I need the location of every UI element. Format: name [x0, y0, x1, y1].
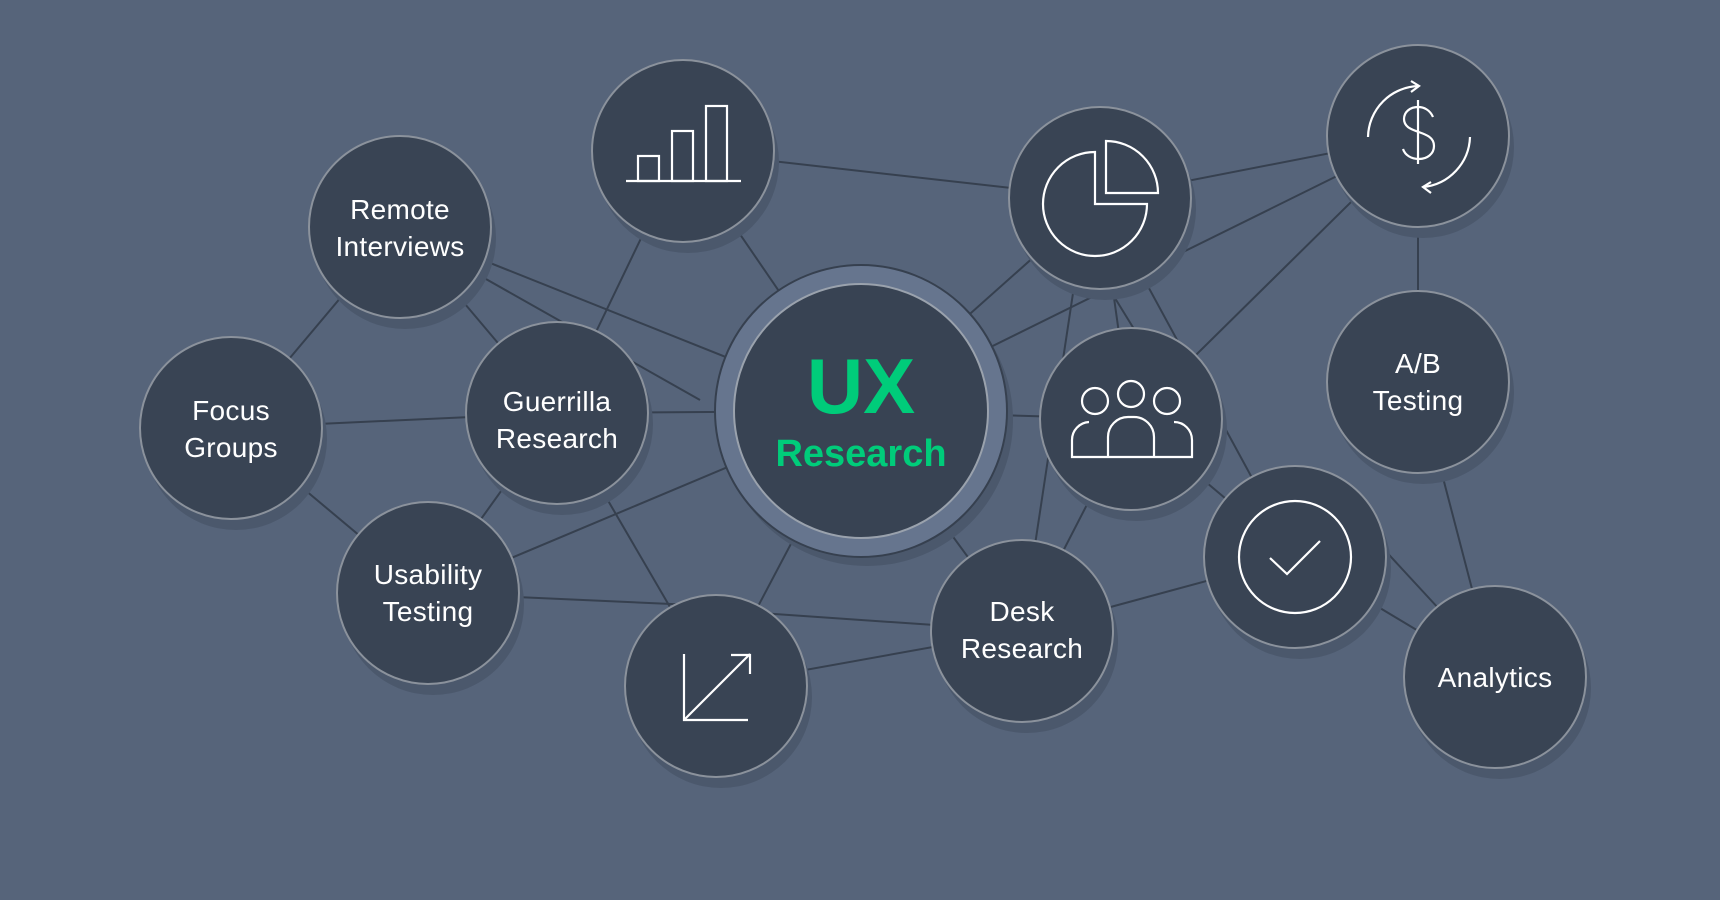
node-label: Interviews [335, 231, 464, 262]
node-label: Guerrilla [503, 386, 612, 417]
node-disc [1326, 290, 1510, 474]
checkmark-circle-icon [1237, 499, 1353, 615]
node-currency-exchange[interactable] [1326, 44, 1514, 238]
users-group-icon [1070, 379, 1194, 459]
dollar-cycle-icon [1366, 80, 1472, 194]
node-pie-chart[interactable] [1008, 106, 1196, 300]
center-inner-disc [733, 283, 989, 539]
node-bar-chart[interactable] [591, 59, 779, 253]
center-title-ux: UX [807, 342, 915, 430]
node-approval[interactable] [1203, 465, 1391, 659]
node-disc [1039, 327, 1223, 511]
node-disc [1403, 585, 1587, 769]
node-label: Analytics [1438, 662, 1553, 693]
node-ab-testing[interactable]: A/B Testing [1326, 290, 1514, 484]
node-guerrilla-research[interactable]: Guerrilla Research [465, 321, 653, 515]
center-node-ux-research[interactable]: UX Research [714, 264, 1013, 566]
node-label: Focus [192, 395, 270, 426]
node-label: Desk [990, 596, 1056, 627]
node-label: Usability [374, 559, 483, 590]
node-disc [465, 321, 649, 505]
node-disc [1008, 106, 1192, 290]
node-label: Remote [350, 194, 450, 225]
node-disc [930, 539, 1114, 723]
node-label: A/B [1395, 348, 1441, 379]
node-disc [1203, 465, 1387, 649]
node-desk-research[interactable]: Desk Research [930, 539, 1118, 733]
node-growth-arrow[interactable] [624, 594, 812, 788]
node-disc [591, 59, 775, 243]
node-label: Testing [1373, 385, 1464, 416]
node-label: Research [961, 633, 1083, 664]
node-disc [308, 135, 492, 319]
bar-chart-icon [626, 104, 741, 183]
node-analytics[interactable]: Analytics [1403, 585, 1591, 779]
node-label: Testing [383, 596, 474, 627]
node-disc [139, 336, 323, 520]
node-focus-groups[interactable]: Focus Groups [139, 336, 327, 530]
node-disc [336, 501, 520, 685]
node-label: Research [496, 423, 618, 454]
diagonal-arrow-icon [682, 653, 752, 722]
node-disc [624, 594, 808, 778]
node-label: Groups [184, 432, 278, 463]
center-title-research: Research [775, 433, 946, 475]
node-team[interactable] [1039, 327, 1227, 521]
node-usability-testing[interactable]: Usability Testing [336, 501, 524, 695]
node-remote-interviews[interactable]: Remote Interviews [308, 135, 496, 329]
pie-chart-icon [1041, 139, 1160, 258]
